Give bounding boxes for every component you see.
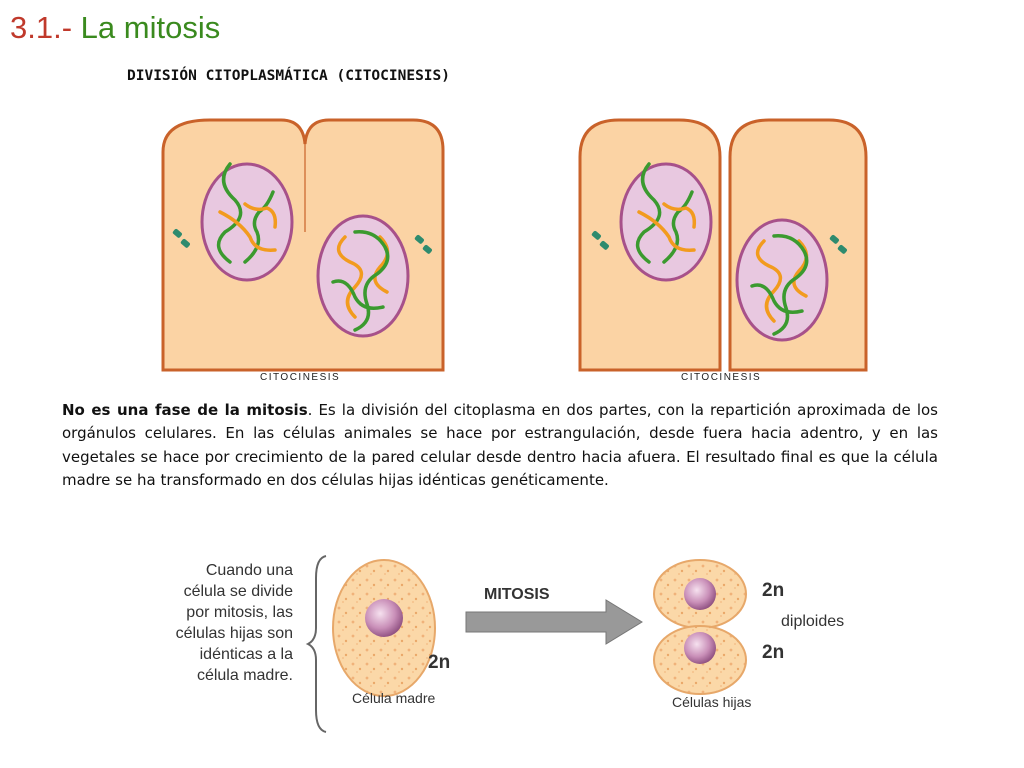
chromosome-orange [336,235,364,319]
cytokinesis-animal-diagram [161,118,445,372]
caption-left: CITOCINESIS [260,372,341,383]
paragraph-text: . Es la división del citoplasma en dos p… [62,401,938,490]
mitosis-explanation: Cuando una célula se divide por mitosis,… [140,560,293,686]
chromosome-orange [218,210,277,252]
explanation-line: por mitosis, las [186,604,293,621]
chromosome-green [772,234,809,336]
centrioles-left [591,230,609,250]
chromosome-green [353,230,390,332]
nucleus-top [619,162,713,282]
explanation-line: células hijas son [175,625,293,642]
nucleus-top [200,162,294,282]
chromosome-green [216,162,243,264]
explanation-line: idénticas a la [199,646,293,663]
daughter-ploidy-top: 2n [762,580,785,601]
caption-right: CITOCINESIS [681,372,762,383]
mitosis-graphic [305,555,747,733]
centrioles-right [829,234,847,254]
brace [305,555,327,733]
daughter-nucleus-bottom [684,632,716,664]
diploid-label: diploides [781,613,845,630]
centrioles-right [414,234,432,254]
title-name: La mitosis [80,10,221,45]
daughters-label: Células hijas [672,694,752,710]
mitosis-arrow [465,599,643,645]
section-subtitle: DIVISIÓN CITOPLASMÁTICA (CITOCINESIS) [127,68,451,84]
chromosome-orange [662,202,697,229]
cytokinesis-result-diagram [578,118,868,372]
chromosome-orange [637,210,696,252]
mother-ploidy: 2n [428,652,451,673]
daughter-ploidy-bottom: 2n [762,642,785,663]
daughter-nucleus-top [684,578,716,610]
chromosome-orange [243,202,278,229]
title-number: 3.1.- [10,10,73,45]
explanation-line: Cuando una [205,562,293,579]
description-paragraph: No es una fase de la mitosis. Es la divi… [62,399,938,493]
mother-nucleus [365,599,403,637]
chromosome-green [750,283,804,314]
mitosis-summary-diagram: Cuando una célula se divide por mitosis,… [140,548,880,748]
chromosome-green [635,162,662,264]
chromosome-orange [755,239,783,323]
mother-label: Célula madre [352,690,436,706]
explanation-line: célula madre. [196,667,293,684]
paragraph-bold: No es una fase de la mitosis [62,401,308,419]
arrow-label: MITOSIS [484,586,550,603]
chromosome-green [331,279,385,310]
page-title: 3.1.- La mitosis [10,8,220,48]
centrioles-left [172,228,190,248]
explanation-line: célula se divide [183,583,293,600]
